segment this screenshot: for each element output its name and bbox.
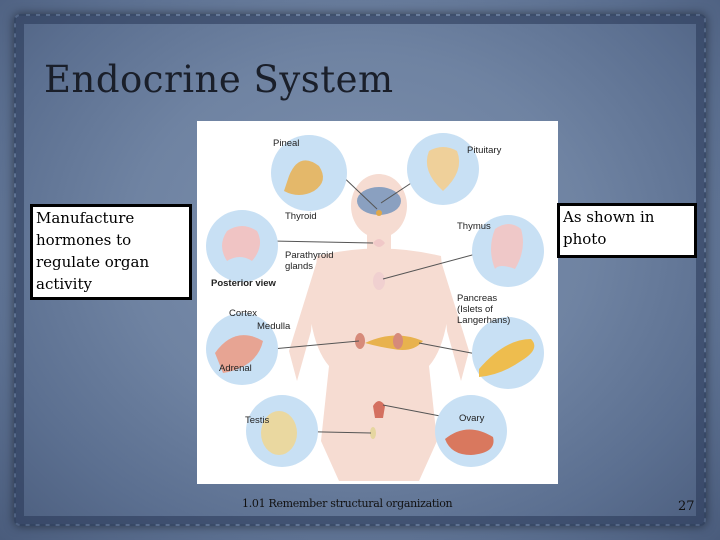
page-number: 27 bbox=[678, 499, 695, 514]
label-glands: glands bbox=[285, 261, 313, 272]
slide-footer: 1.01 Remember structural organization bbox=[242, 497, 453, 510]
endocrine-illustration: Pineal Pituitary Thyroid Thymus Parathyr… bbox=[206, 133, 544, 481]
label-pancreas: Pancreas bbox=[457, 293, 497, 304]
label-medulla: Medulla bbox=[257, 321, 291, 332]
label-pituitary: Pituitary bbox=[467, 145, 502, 156]
label-posterior-view: Posterior view bbox=[211, 278, 277, 289]
label-parathyroid: Parathyroid bbox=[285, 250, 334, 261]
label-pineal: Pineal bbox=[273, 138, 299, 149]
body-organs bbox=[355, 210, 423, 439]
label-testis: Testis bbox=[245, 415, 270, 426]
label-thymus: Thymus bbox=[457, 221, 491, 232]
body-silhouette bbox=[289, 174, 469, 481]
label-cortex: Cortex bbox=[229, 308, 257, 319]
organ-glyphs bbox=[215, 147, 535, 455]
endocrine-diagram: Pineal Pituitary Thyroid Thymus Parathyr… bbox=[197, 121, 558, 484]
label-langerhans: Langerhans) bbox=[457, 315, 510, 326]
label-adrenal: Adrenal bbox=[219, 363, 252, 374]
callout-function: Manufacture hormones to regulate organ a… bbox=[30, 204, 192, 300]
callout-as-shown: As shown in photo bbox=[557, 203, 697, 258]
slide-frame bbox=[14, 14, 706, 526]
label-thyroid: Thyroid bbox=[285, 211, 317, 222]
label-islets-of: (Islets of bbox=[457, 304, 493, 315]
label-ovary: Ovary bbox=[459, 413, 485, 424]
brain-shape bbox=[357, 187, 401, 215]
slide-title: Endocrine System bbox=[44, 58, 394, 101]
